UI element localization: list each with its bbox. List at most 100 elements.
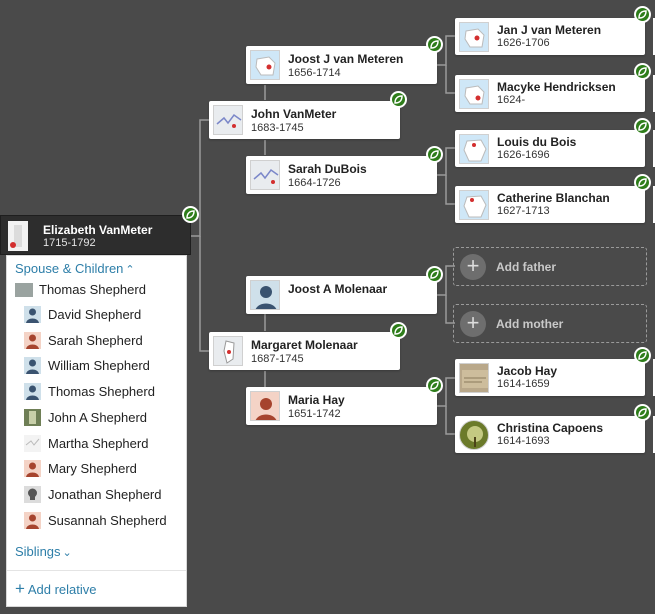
map-thumbnail-icon xyxy=(213,336,243,366)
map-thumbnail-icon xyxy=(250,50,280,80)
person-dates: 1624- xyxy=(497,94,526,106)
hint-leaf-icon[interactable] xyxy=(634,404,651,421)
child-name: Sarah Shepherd xyxy=(48,333,143,348)
male-silhouette-icon xyxy=(250,280,280,310)
person-dates: 1626-1696 xyxy=(497,149,550,161)
female-silhouette-icon xyxy=(24,460,41,477)
offscreen-card-edge xyxy=(653,416,655,453)
focus-person-card[interactable]: Elizabeth VanMeter 1715-1792 xyxy=(0,215,191,255)
map-thumbnail-icon xyxy=(213,105,243,135)
hint-leaf-icon[interactable] xyxy=(634,347,651,364)
person-dates: 1627-1713 xyxy=(497,205,550,217)
person-card-paternal-grandmother[interactable]: Sarah DuBois 1664-1726 xyxy=(246,156,437,194)
hint-leaf-icon[interactable] xyxy=(426,266,443,283)
focus-person-dates: 1715-1792 xyxy=(43,237,96,249)
person-name: Macyke Hendricksen xyxy=(497,80,616,94)
hint-leaf-icon[interactable] xyxy=(426,377,443,394)
person-name: Jacob Hay xyxy=(497,364,558,378)
person-name: John VanMeter xyxy=(251,107,337,121)
family-tree-emblem-icon xyxy=(459,420,489,450)
person-card-paternal-grandfather[interactable]: Joost J van Meteren 1656-1714 xyxy=(246,46,437,84)
person-card-ancestor[interactable]: Macyke Hendricksen 1624- xyxy=(455,75,645,112)
chevron-down-icon: ⌄ xyxy=(62,547,72,559)
person-card-maternal-grandfather[interactable]: Joost A Molenaar xyxy=(246,276,437,314)
add-father-button[interactable]: + Add father xyxy=(453,247,647,286)
person-card-ancestor[interactable]: Jacob Hay 1614-1659 xyxy=(455,359,645,396)
person-name: Jan J van Meteren xyxy=(497,23,602,37)
add-relative-button[interactable]: + Add relative xyxy=(15,579,97,599)
hint-leaf-icon[interactable] xyxy=(390,91,407,108)
male-silhouette-icon xyxy=(24,383,41,400)
person-card-ancestor[interactable]: Catherine Blanchan 1627-1713 xyxy=(455,186,645,223)
map-thumbnail-icon xyxy=(459,22,489,52)
document-thumbnail-icon xyxy=(459,363,489,393)
person-card-ancestor[interactable]: Jan J van Meteren 1626-1706 xyxy=(455,18,645,55)
child-name: Mary Shepherd xyxy=(48,461,137,476)
skull-emblem-icon xyxy=(24,486,41,503)
family-panel: Spouse & Children⌃ Thomas Shepherd David… xyxy=(6,255,187,607)
hint-leaf-icon[interactable] xyxy=(426,146,443,163)
person-name: Joost A Molenaar xyxy=(288,282,388,296)
plus-icon: + xyxy=(460,311,486,337)
child-name: Martha Shepherd xyxy=(48,436,149,451)
person-card-maternal-grandmother[interactable]: Maria Hay 1651-1742 xyxy=(246,387,437,425)
add-relative-label: Add relative xyxy=(27,582,97,597)
person-dates: 1651-1742 xyxy=(288,408,341,420)
hint-leaf-icon[interactable] xyxy=(634,6,651,23)
child-name: David Shepherd xyxy=(48,307,142,322)
add-mother-label: Add mother xyxy=(496,317,564,331)
child-name: William Shepherd xyxy=(48,358,150,373)
photo-thumbnail-icon xyxy=(15,283,33,297)
map-thumbnail-icon xyxy=(459,134,489,164)
siblings-toggle[interactable]: Siblings⌄ xyxy=(15,544,72,559)
offscreen-card-edge xyxy=(653,18,655,55)
person-dates: 1614-1659 xyxy=(497,378,550,390)
plus-icon: + xyxy=(460,254,486,280)
hint-leaf-icon[interactable] xyxy=(634,118,651,135)
photo-thumbnail-icon xyxy=(24,409,41,426)
map-thumbnail-icon xyxy=(459,79,489,109)
child-name: Susannah Shepherd xyxy=(48,513,167,528)
person-card-mother[interactable]: Margaret Molenaar 1687-1745 xyxy=(209,332,400,370)
add-mother-button[interactable]: + Add mother xyxy=(453,304,647,343)
spouse-children-toggle[interactable]: Spouse & Children⌃ xyxy=(15,261,135,276)
child-name: Thomas Shepherd xyxy=(48,384,155,399)
person-card-father[interactable]: John VanMeter 1683-1745 xyxy=(209,101,400,139)
person-card-ancestor[interactable]: Christina Capoens 1614-1693 xyxy=(455,416,645,453)
add-father-label: Add father xyxy=(496,260,556,274)
male-silhouette-icon xyxy=(24,357,41,374)
person-name: Sarah DuBois xyxy=(288,162,367,176)
child-name: Jonathan Shepherd xyxy=(48,487,162,502)
focus-person-name: Elizabeth VanMeter xyxy=(43,223,153,237)
child-name: John A Shepherd xyxy=(48,410,148,425)
map-thumbnail-icon xyxy=(250,160,280,190)
chevron-up-icon: ⌃ xyxy=(125,264,135,276)
focus-person-image xyxy=(8,221,28,251)
person-name: Margaret Molenaar xyxy=(251,338,358,352)
female-silhouette-icon xyxy=(24,512,41,529)
hint-leaf-icon[interactable] xyxy=(182,206,199,223)
person-dates: 1664-1726 xyxy=(288,177,341,189)
person-name: Catherine Blanchan xyxy=(497,191,610,205)
spouse-name: Thomas Shepherd xyxy=(39,282,146,297)
male-silhouette-icon xyxy=(24,306,41,323)
spouse-children-label: Spouse & Children xyxy=(15,261,124,276)
offscreen-card-edge xyxy=(653,75,655,112)
siblings-label: Siblings xyxy=(15,544,61,559)
person-dates: 1614-1693 xyxy=(497,435,550,447)
person-dates: 1687-1745 xyxy=(251,353,304,365)
person-name: Louis du Bois xyxy=(497,135,577,149)
person-card-ancestor[interactable]: Louis du Bois 1626-1696 xyxy=(455,130,645,167)
offscreen-card-edge xyxy=(653,359,655,396)
hint-leaf-icon[interactable] xyxy=(426,36,443,53)
hint-leaf-icon[interactable] xyxy=(634,63,651,80)
plus-icon: + xyxy=(15,579,25,598)
offscreen-card-edge xyxy=(653,130,655,167)
person-dates: 1683-1745 xyxy=(251,122,304,134)
hint-leaf-icon[interactable] xyxy=(634,174,651,191)
offscreen-card-edge xyxy=(653,186,655,223)
map-thumbnail-icon xyxy=(24,435,41,452)
person-dates: 1626-1706 xyxy=(497,37,550,49)
hint-leaf-icon[interactable] xyxy=(390,322,407,339)
